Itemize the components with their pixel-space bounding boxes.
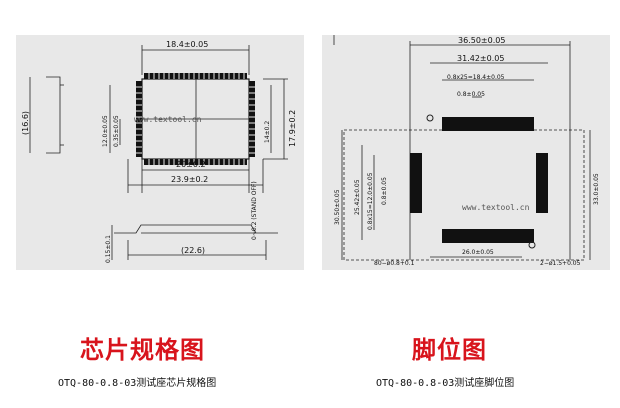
dim-bottom-inner: 20±0.2 [176, 160, 206, 169]
watermark: www.textool.cn [462, 203, 530, 212]
dim-right-outer: 17.9±0.2 [288, 110, 297, 147]
footprint-drawing: 36.50±0.05 31.42±0.05 0.8x25=18.4±0.05 0… [322, 35, 610, 270]
dim-bottom-width: 26.0±0.05 [462, 249, 494, 256]
dim-profile-height: 0.15±0.1 [105, 235, 112, 263]
dim-left-height: (16.6) [21, 111, 30, 135]
dim-inner-height: 25.42±0.05 [354, 179, 361, 215]
mounting-hole-icon [528, 241, 536, 249]
chip-pins [136, 73, 255, 165]
dim-standoff: 0~0.2 (STAND OFF) [251, 181, 258, 240]
dim-pitch: 0.8±0.05 [457, 91, 485, 98]
dim-side-pitch: 0.8±0.05 [381, 177, 388, 205]
chip-spec-title: 芯片规格图 [80, 335, 205, 364]
dim-right-height: 33.0±0.05 [593, 173, 600, 205]
dim-inner-width: 31.42±0.05 [457, 54, 504, 63]
mounting-hole-icon [426, 114, 434, 122]
dim-holes-2: 2−ø1.5+0.05 [540, 260, 581, 267]
dim-outer-height: 30.50±0.05 [334, 189, 341, 225]
footprint-pads [410, 117, 548, 243]
chip-spec-caption: OTQ-80-0.8-03测试座芯片规格图 [58, 378, 217, 389]
dim-holes-80: 80−ø0.8+0.1 [374, 260, 415, 267]
footprint-svg: 36.50±0.05 31.42±0.05 0.8x25=18.4±0.05 0… [333, 35, 600, 267]
dim-pitch-span: 0.8x25=18.4±0.05 [447, 74, 505, 81]
dim-top-width: 18.4±0.05 [166, 40, 208, 49]
chip-spec-drawing: 18.4±0.05 (16.6) 12.0±0.05 0.35±0.05 14±… [16, 35, 304, 270]
dim-outer-width: 36.50±0.05 [458, 36, 505, 45]
dim-side-span: 0.8x15=12.0±0.05 [367, 172, 374, 230]
dim-bottom-outer: 23.9±0.2 [171, 175, 208, 184]
dim-pitch: 0.35±0.05 [113, 115, 120, 147]
watermark: www.textool.cn [134, 115, 202, 124]
dim-inner-height: 12.0±0.05 [102, 115, 109, 147]
dim-profile-width: (22.6) [181, 246, 205, 255]
dim-right-inner: 14±0.2 [264, 121, 271, 143]
chip-spec-svg: 18.4±0.05 (16.6) 12.0±0.05 0.35±0.05 14±… [21, 40, 297, 263]
footprint-title: 脚位图 [412, 335, 487, 364]
footprint-caption: OTQ-80-0.8-03测试座脚位图 [376, 378, 515, 389]
